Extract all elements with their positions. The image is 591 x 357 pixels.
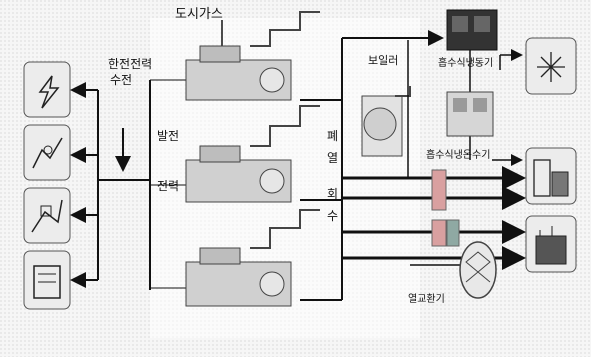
utility-power-label-2: 수전 [110, 73, 132, 87]
waste-heat-label-4: 수 [327, 209, 338, 223]
left-panel-power [24, 62, 70, 117]
city-gas-label: 도시가스 [175, 7, 223, 22]
right-panels [526, 38, 576, 272]
generator-power-label-2: 전력 [157, 179, 179, 193]
utility-power-label: 한전전력 [108, 57, 152, 71]
waste-heat-label-3: 회 [327, 187, 338, 201]
absorption-chiller-heater [447, 92, 493, 136]
heat-exchanger [460, 242, 496, 298]
left-panel-ventilation [24, 125, 70, 180]
waste-heat-label-2: 열 [327, 151, 338, 165]
generator-power-label: 발전 [157, 129, 179, 143]
heat-exchanger-bar-teal [447, 220, 459, 246]
boiler-label: 보일러 [368, 53, 398, 67]
heat-exchanger-label: 열교환기 [408, 293, 445, 305]
heat-exchanger-bar-pink-2 [432, 220, 446, 246]
absorption-chiller-label: 흡수식냉동기 [438, 56, 493, 69]
absorption-chiller-heater-label: 흡수식냉온수기 [426, 148, 490, 161]
left-panel-equipment [24, 251, 70, 309]
heat-exchanger-bar-pink-1 [432, 170, 446, 210]
waste-heat-label-1: 폐 [327, 129, 338, 143]
absorption-chiller [447, 10, 497, 50]
